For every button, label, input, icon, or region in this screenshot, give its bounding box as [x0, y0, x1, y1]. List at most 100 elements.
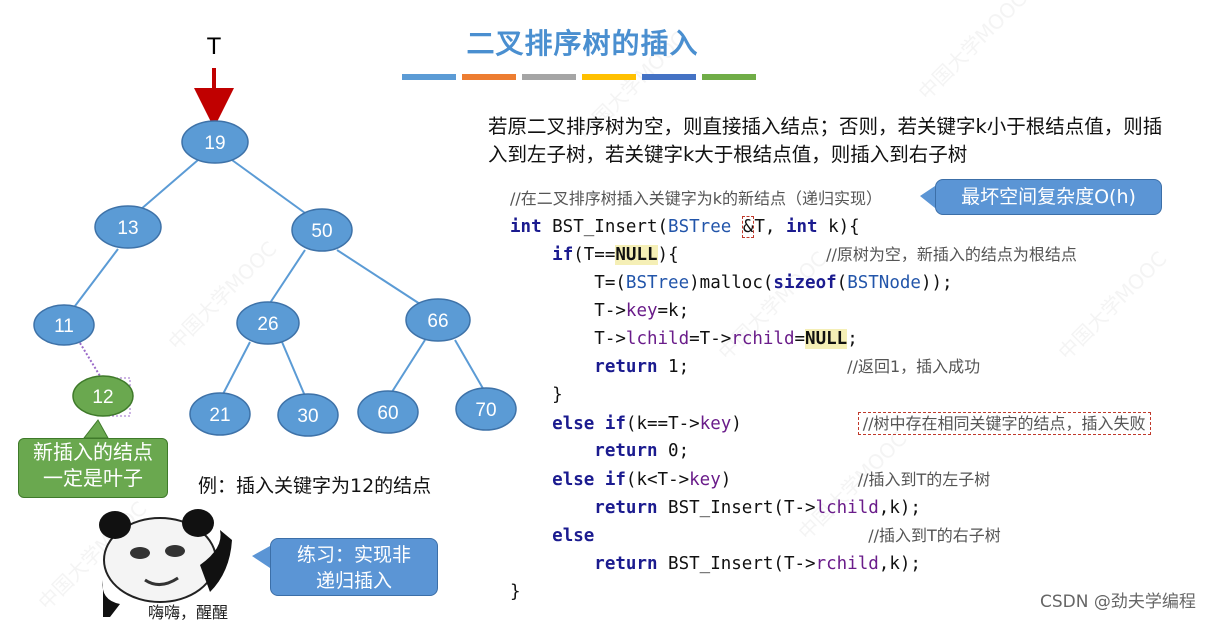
tree-node-13: 13: [95, 206, 161, 248]
node-label: 60: [377, 403, 398, 424]
code-token: int: [786, 217, 818, 237]
tree-edge: [75, 249, 118, 306]
code-token: )malloc(: [689, 273, 773, 293]
code-token: 0;: [658, 441, 690, 461]
new-leaf-callout: 新插入的结点 一定是叶子: [18, 438, 168, 498]
reference-ampersand: &: [742, 216, 755, 238]
tree-edges: [75, 160, 485, 396]
tree-edge: [390, 340, 425, 395]
code-comment: //插入到T的左子树: [858, 470, 991, 489]
tree-node-26: 26: [237, 302, 299, 344]
code-token: T,: [754, 217, 786, 237]
code-token: return: [594, 357, 657, 377]
code-comment: //树中存在相同关键字的结点，插入失败: [858, 412, 1151, 435]
tree-edge: [232, 160, 305, 213]
code-token: NULL: [615, 245, 657, 265]
code-token: BSTNode: [847, 273, 921, 293]
code-token: ,k);: [879, 554, 921, 574]
new-edge: [80, 343, 100, 376]
node-label: 11: [54, 316, 74, 337]
code-comment: //原树为空，新插入的结点为根结点: [826, 245, 1077, 264]
code-token: lchild: [626, 329, 689, 349]
code-token: (k==T->: [626, 414, 700, 434]
tree-node-66: 66: [406, 299, 470, 341]
tree-node-19: 19: [182, 121, 248, 163]
code-token: (T==: [573, 245, 615, 265]
node-label: 30: [297, 406, 318, 427]
code-token: (: [837, 273, 848, 293]
code-token: rchild: [731, 329, 794, 349]
tree-edge: [455, 340, 485, 392]
practice-callout: 练习：实现非 递归插入: [270, 538, 438, 596]
callout-line: 新插入的结点: [19, 439, 167, 465]
node-label: 66: [427, 311, 448, 332]
callout-line: 练习：实现非: [271, 542, 437, 568]
tree-node-50: 50: [292, 209, 352, 251]
code-token: k){: [818, 217, 860, 237]
code-token: if: [552, 245, 573, 265]
tree-edge: [222, 342, 250, 396]
code-token: BST_Insert(T->: [658, 554, 816, 574]
node-label: 26: [257, 314, 278, 335]
tree-edge: [270, 250, 305, 303]
example-caption: 例：插入关键字为12的结点: [198, 471, 431, 498]
node-label: 13: [117, 218, 138, 239]
node-label: 12: [92, 387, 113, 408]
code-token: ,k);: [879, 498, 921, 518]
code-token: return: [594, 498, 657, 518]
panda-caption: 嗨嗨，醒醒: [148, 599, 228, 623]
footer-credit: CSDN @劲夫学编程: [1040, 587, 1196, 612]
code-token: BSTree: [626, 273, 689, 293]
code-block: //在二叉排序树插入关键字为k的新结点（递归实现） int BST_Insert…: [510, 185, 1151, 607]
code-token: ;: [847, 329, 858, 349]
description-text: 若原二叉排序树为空，则直接插入结点；否则，若关键字k小于根结点值，则插入到左子树…: [488, 113, 1168, 169]
tree-node-21: 21: [190, 393, 250, 435]
code-token: ));: [921, 273, 953, 293]
node-label: 21: [209, 405, 230, 426]
code-token: BST_Insert(: [542, 217, 668, 237]
code-token: else: [552, 526, 594, 546]
code-token: T=(: [594, 273, 626, 293]
root-pointer-label: T: [207, 33, 222, 60]
code-token: sizeof: [773, 273, 836, 293]
code-token: (k<T->: [626, 470, 689, 490]
code-token: else: [552, 470, 594, 490]
code-token: return: [594, 554, 657, 574]
code-comment: //插入到T的右子树: [868, 526, 1001, 545]
code-token: if: [594, 414, 626, 434]
code-token: ): [721, 470, 732, 490]
code-token: else: [552, 414, 594, 434]
code-comment: //在二叉排序树插入关键字为k的新结点（递归实现）: [510, 189, 882, 208]
tree-node-60: 60: [358, 391, 418, 433]
node-label: 19: [204, 133, 225, 154]
tree-node-11: 11: [34, 305, 94, 345]
code-token: rchild: [816, 554, 879, 574]
tree-edge: [140, 160, 198, 210]
code-token: =T->: [689, 329, 731, 349]
code-token: if: [594, 470, 626, 490]
tree-node-12-new: 12: [73, 376, 133, 416]
code-token: ){: [658, 245, 679, 265]
tree-node-70: 70: [456, 388, 516, 430]
code-token: =k;: [658, 301, 690, 321]
callout-pointer: [252, 546, 270, 568]
code-token: int: [510, 217, 542, 237]
code-token: NULL: [805, 329, 847, 349]
tree-node-30: 30: [278, 394, 338, 436]
node-label: 70: [475, 400, 496, 421]
code-token: BST_Insert(T->: [658, 498, 816, 518]
callout-line: 一定是叶子: [19, 465, 167, 491]
code-token: key: [689, 470, 721, 490]
code-comment: //返回1，插入成功: [847, 357, 980, 376]
code-token: T->: [594, 329, 626, 349]
code-token: 1;: [658, 357, 690, 377]
callout-line: 递归插入: [271, 568, 437, 594]
code-token: ): [731, 414, 742, 434]
code-token: BSTree: [668, 217, 731, 237]
code-token: T->: [594, 301, 626, 321]
code-token: key: [626, 301, 658, 321]
code-token: }: [552, 385, 563, 405]
callout-pointer: [84, 420, 108, 438]
node-label: 50: [311, 221, 332, 242]
code-token: }: [510, 582, 521, 602]
